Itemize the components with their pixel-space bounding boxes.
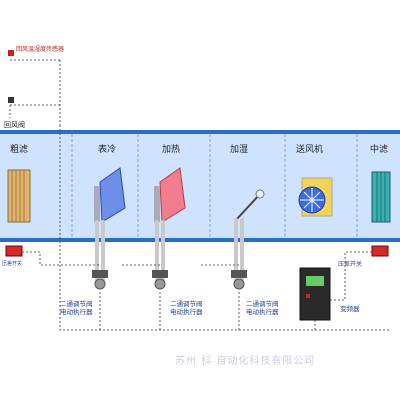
control-wires — [22, 125, 390, 331]
valve-icon — [152, 270, 168, 290]
pressure-switch-icon — [371, 245, 389, 257]
return-air-label: 回风阀 — [4, 121, 25, 129]
section-coarse-filter: 粗滤 — [10, 145, 29, 155]
section-humidify: 加湿 — [230, 145, 249, 155]
pressure-switch-right-label: 压差开关 — [338, 261, 363, 268]
valve-label-1: 二通调节阀 电动执行器 — [60, 300, 93, 317]
heating-coil — [154, 167, 186, 223]
supply-fan — [298, 177, 333, 217]
sensor-icon — [8, 50, 14, 56]
watermark: 苏州 科 自动化科技有限公司 — [175, 356, 316, 367]
section-medium-filter: 中滤 — [370, 145, 389, 155]
air-duct — [0, 130, 400, 242]
humidifier — [235, 189, 265, 221]
sensor-icon — [8, 97, 14, 103]
valve-label-3: 二通调节阀 电动执行器 — [246, 300, 279, 317]
pressure-switch-left-label: 压差开关 — [2, 261, 23, 267]
section-heating: 加热 — [162, 145, 181, 155]
valve-label-2: 二通调节阀 电动执行器 — [170, 300, 203, 317]
inverter-box — [299, 267, 331, 321]
section-cooling: 表冷 — [98, 145, 117, 155]
inverter-label: 变频器 — [340, 305, 360, 313]
sensor-lines — [9, 59, 61, 125]
cooling-coil — [94, 167, 126, 223]
sensor-label: 回风温湿度传感器 — [16, 46, 65, 53]
coarse-filter — [7, 169, 31, 223]
section-supply-fan: 送风机 — [296, 145, 324, 155]
medium-filter — [371, 171, 391, 223]
pressure-switch-icon — [5, 245, 23, 257]
valve-icon — [231, 270, 247, 290]
valve-icon — [92, 270, 108, 290]
